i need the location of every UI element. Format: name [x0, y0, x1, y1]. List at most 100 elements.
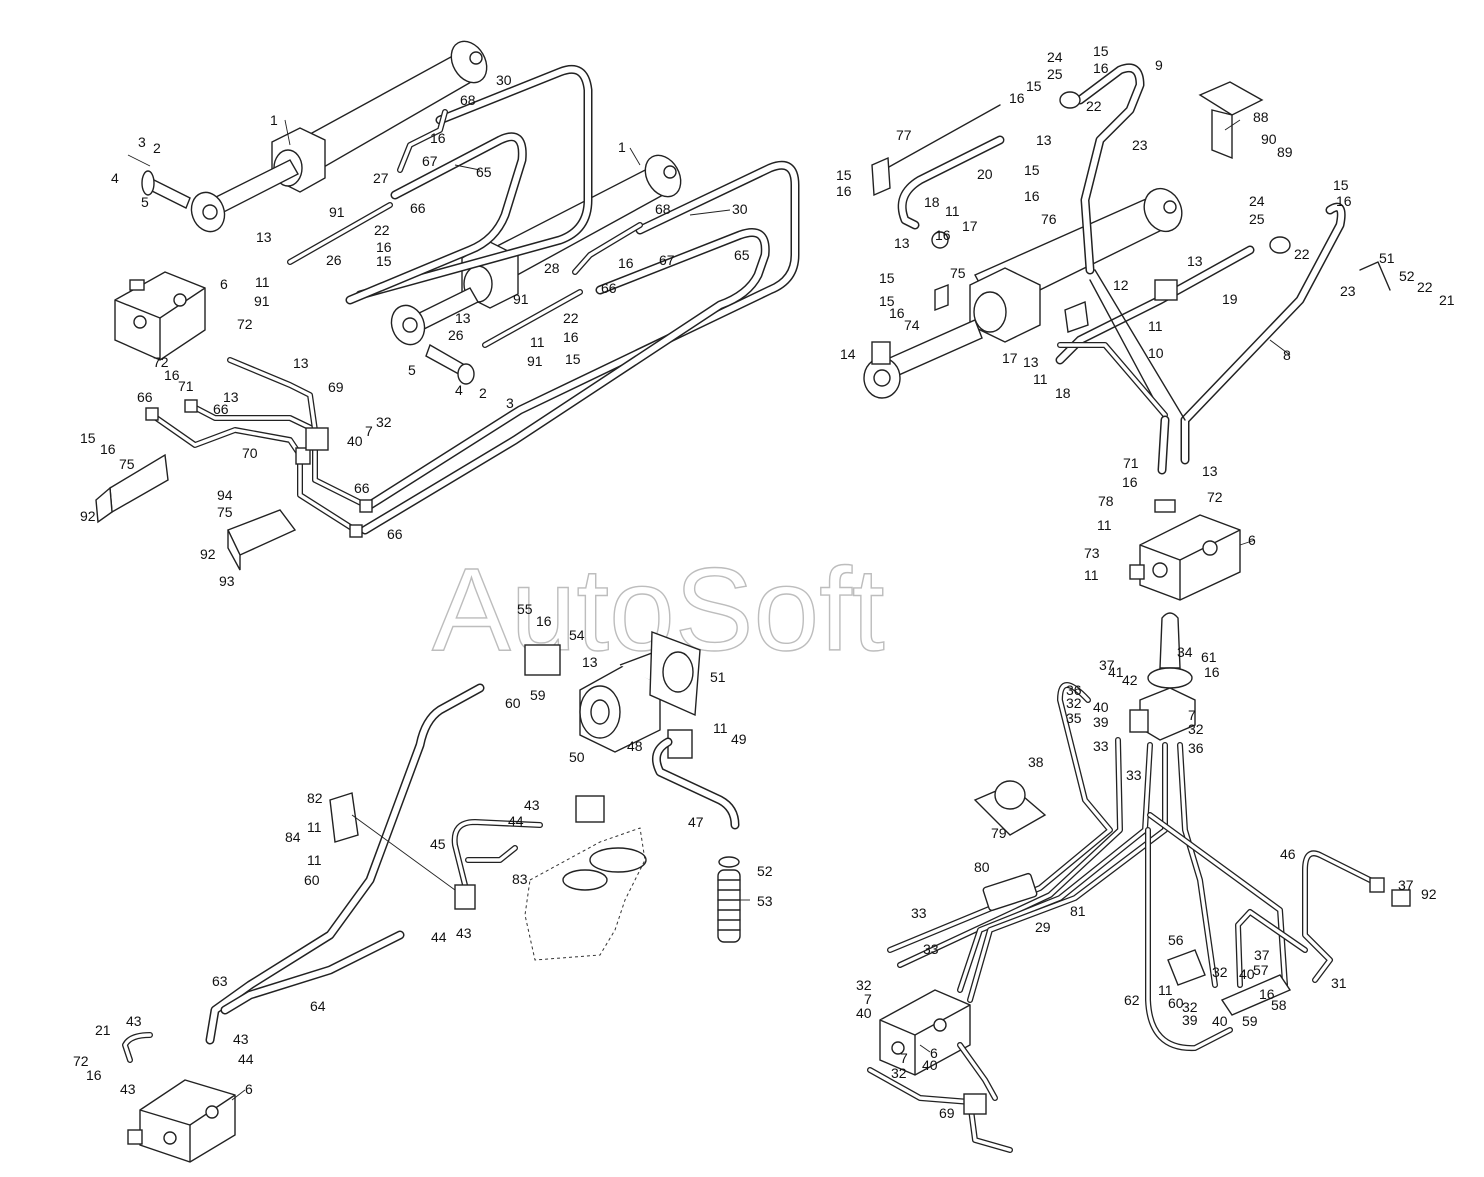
part-label: 61: [1201, 649, 1217, 665]
part-label: 1: [270, 112, 278, 128]
part-label: 28: [544, 260, 560, 276]
clip-25b: [1269, 236, 1291, 254]
part-label: 13: [894, 235, 910, 251]
part-label: 37: [1099, 657, 1115, 673]
clamp-12: [1154, 279, 1178, 301]
part-label: 6: [220, 276, 228, 292]
hose-47: [651, 737, 740, 830]
part-label: 66: [137, 389, 153, 405]
control-valve-upper-left: [114, 271, 206, 361]
part-label: 57: [1253, 962, 1269, 978]
bracket-mount: [1064, 301, 1089, 333]
filter-53: [717, 856, 741, 943]
part-label: 15: [565, 351, 581, 367]
part-label: 79: [991, 825, 1007, 841]
part-label: 60: [505, 695, 521, 711]
upper-right-hydraulic-cylinder-assembly: [863, 63, 1391, 601]
bracket-92-93: [227, 509, 297, 571]
part-label: 7: [1188, 707, 1196, 723]
part-label: 80: [974, 859, 990, 875]
part-label: 16: [1024, 188, 1040, 204]
block-54: [524, 644, 561, 676]
rod-77: [879, 104, 1001, 173]
part-label: 73: [1084, 545, 1100, 561]
part-label: 91: [527, 353, 543, 369]
part-label: 32: [1066, 695, 1082, 711]
part-label: 13: [1036, 132, 1052, 148]
part-label: 12: [1113, 277, 1129, 293]
part-label: 56: [1168, 932, 1184, 948]
part-label: 22: [1086, 98, 1102, 114]
part-label: 16: [836, 183, 852, 199]
part-label: 15: [879, 293, 895, 309]
part-label: 4: [455, 382, 463, 398]
part-label: 15: [1333, 177, 1349, 193]
part-label: 52: [1399, 268, 1415, 284]
part-label: 78: [1098, 493, 1114, 509]
control-valve-lower-left: [127, 1079, 236, 1163]
part-label: 65: [734, 247, 750, 263]
bracket-56: [1167, 949, 1206, 986]
part-label: 38: [1028, 754, 1044, 770]
part-label: 16: [1122, 474, 1138, 490]
part-label: 41: [1108, 664, 1124, 680]
part-label: 68: [655, 201, 671, 217]
part-label: 67: [659, 252, 675, 268]
part-label: 92: [200, 546, 216, 562]
part-label: 10: [1148, 345, 1164, 361]
part-label: 89: [1277, 144, 1293, 160]
part-label: 22: [1294, 246, 1310, 262]
part-label: 72: [73, 1053, 89, 1069]
part-label: 11: [1148, 318, 1163, 334]
part-label: 47: [688, 814, 704, 830]
part-label: 24: [1249, 193, 1265, 209]
part-label: 58: [1271, 997, 1287, 1013]
part-label: 17: [1002, 350, 1018, 366]
part-label: 44: [238, 1051, 254, 1067]
part-label: 32: [1212, 964, 1228, 980]
part-label: 16: [430, 130, 446, 146]
part-label: 68: [460, 92, 476, 108]
part-label: 66: [387, 526, 403, 542]
part-label: 77: [896, 127, 912, 143]
part-label: 42: [1122, 672, 1138, 688]
pipe-harness-70: [145, 357, 373, 538]
part-label: 7: [864, 991, 872, 1007]
hydraulic-cylinder-right: [863, 187, 1183, 399]
hose-65-lower: [360, 228, 770, 535]
clip-25: [1059, 91, 1081, 109]
part-label: 45: [430, 836, 446, 852]
part-label: 49: [731, 731, 747, 747]
part-label: 35: [1066, 710, 1082, 726]
part-label: 3: [506, 395, 514, 411]
pipe-26-lower: [482, 289, 583, 348]
hose-bundle-29: [887, 682, 1288, 1052]
part-label: 30: [496, 72, 512, 88]
part-label: 39: [1182, 1012, 1198, 1028]
part-label: 16: [536, 613, 552, 629]
part-label: 72: [153, 354, 169, 370]
part-label: 11: [530, 334, 545, 350]
part-label: 11: [255, 274, 270, 290]
bracket-77: [871, 156, 891, 197]
bracket-79: [973, 780, 1047, 836]
part-label: 16: [86, 1067, 102, 1083]
part-label: 25: [1249, 211, 1265, 227]
part-label: 6: [930, 1045, 938, 1061]
part-label: 40: [1212, 1013, 1228, 1029]
clamp-17: [931, 231, 949, 249]
part-label: 13: [293, 355, 309, 371]
part-label: 39: [1093, 714, 1109, 730]
part-label: 16: [1204, 664, 1220, 680]
part-label: 71: [178, 378, 194, 394]
part-label: 13: [223, 389, 239, 405]
hose-19: [1055, 245, 1255, 365]
part-label: 37: [1254, 947, 1270, 963]
part-label: 16: [935, 227, 951, 243]
part-label: 92: [80, 508, 96, 524]
part-label: 51: [710, 669, 726, 685]
leader-lines: [231, 119, 1291, 1101]
part-label: 22: [563, 310, 579, 326]
part-label: 13: [582, 654, 598, 670]
pipe-69-lower-right: [867, 1042, 1013, 1153]
